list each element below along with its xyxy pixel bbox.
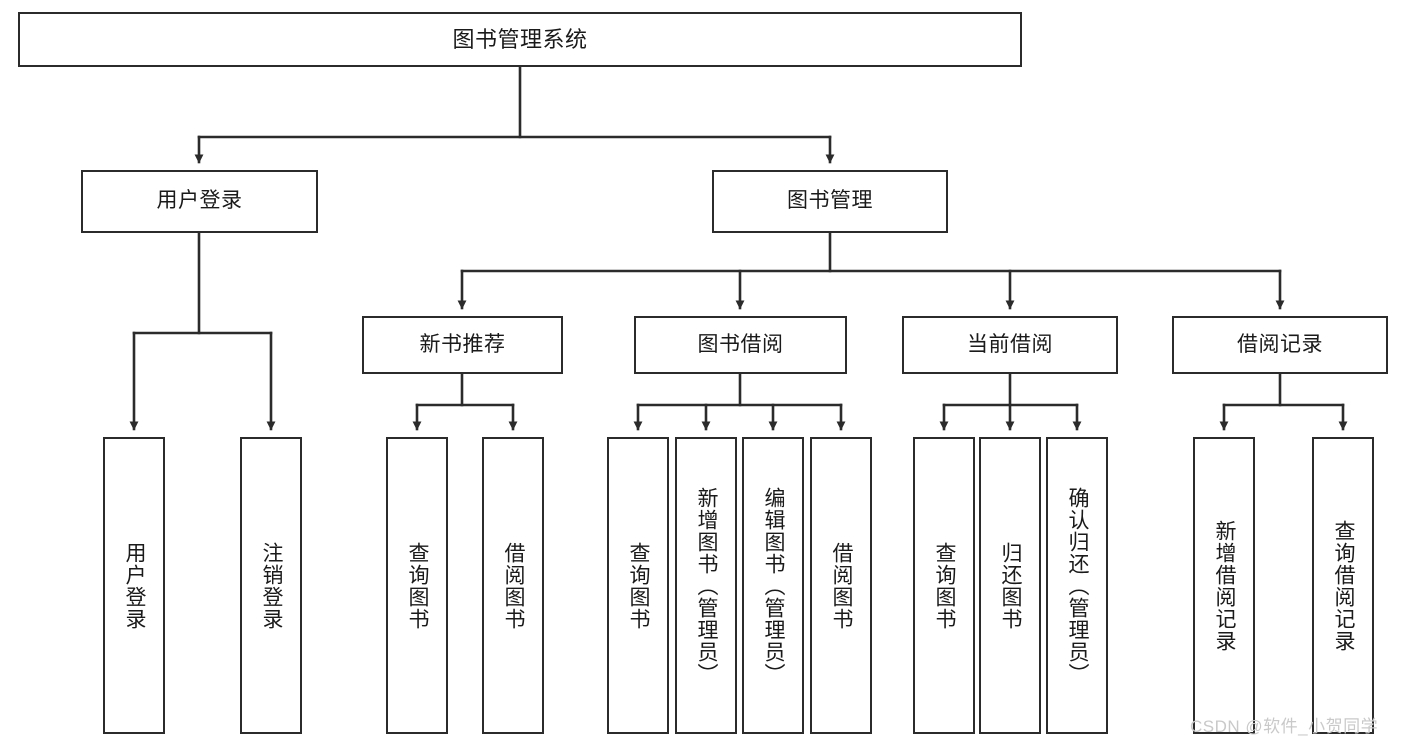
node-leaf-query-record[interactable]: 查询借阅记录 [1312,437,1374,734]
node-leaf-query-book-3[interactable]: 查询图书 [913,437,975,734]
csdn-watermark: CSDN @软件_小贺同学 [1190,717,1379,736]
node-leaf-borrow-book-2-label: 借阅图书 [830,541,854,630]
node-leaf-add-book-label: 新增图书（管理员） [695,486,719,685]
node-leaf-user-login-label: 用户登录 [123,541,147,630]
node-leaf-query-book-2-label: 查询图书 [627,541,651,630]
node-leaf-add-record[interactable]: 新增借阅记录 [1193,437,1255,734]
node-leaf-query-book-3-label: 查询图书 [933,541,957,630]
node-leaf-confirm-return-label: 确认归还（管理员） [1066,486,1090,685]
node-current-borrow-label: 当前借阅 [967,332,1053,356]
node-leaf-edit-book-label: 编辑图书（管理员） [762,486,786,685]
node-book-manage[interactable]: 图书管理 [712,170,948,233]
node-leaf-borrow-book-2[interactable]: 借阅图书 [810,437,872,734]
node-book-manage-label: 图书管理 [787,189,873,213]
node-leaf-query-record-label: 查询借阅记录 [1332,519,1356,652]
node-leaf-confirm-return[interactable]: 确认归还（管理员） [1046,437,1108,734]
node-leaf-logout-login-label: 注销登录 [260,541,284,630]
node-leaf-return-book[interactable]: 归还图书 [979,437,1041,734]
node-book-borrow[interactable]: 图书借阅 [634,316,847,374]
node-leaf-return-book-label: 归还图书 [999,541,1023,630]
node-book-borrow-label: 图书借阅 [697,332,784,356]
node-leaf-query-book-1[interactable]: 查询图书 [386,437,448,734]
node-new-book-rec[interactable]: 新书推荐 [362,316,563,374]
node-root[interactable]: 图书管理系统 [18,12,1022,67]
node-leaf-query-book-2[interactable]: 查询图书 [607,437,669,734]
node-leaf-query-book-1-label: 查询图书 [406,541,430,630]
node-borrow-record[interactable]: 借阅记录 [1172,316,1388,374]
node-borrow-record-label: 借阅记录 [1237,332,1323,356]
node-new-book-rec-label: 新书推荐 [419,332,506,356]
node-leaf-borrow-book-1-label: 借阅图书 [502,541,526,630]
node-user-login[interactable]: 用户登录 [81,170,318,233]
node-user-login-label: 用户登录 [156,189,243,213]
node-leaf-add-record-label: 新增借阅记录 [1213,519,1237,652]
node-leaf-borrow-book-1[interactable]: 借阅图书 [482,437,544,734]
node-leaf-user-login[interactable]: 用户登录 [103,437,165,734]
node-leaf-edit-book[interactable]: 编辑图书（管理员） [742,437,804,734]
node-root-label: 图书管理系统 [452,26,588,52]
node-leaf-logout-login[interactable]: 注销登录 [240,437,302,734]
node-leaf-add-book[interactable]: 新增图书（管理员） [675,437,737,734]
node-current-borrow[interactable]: 当前借阅 [902,316,1118,374]
